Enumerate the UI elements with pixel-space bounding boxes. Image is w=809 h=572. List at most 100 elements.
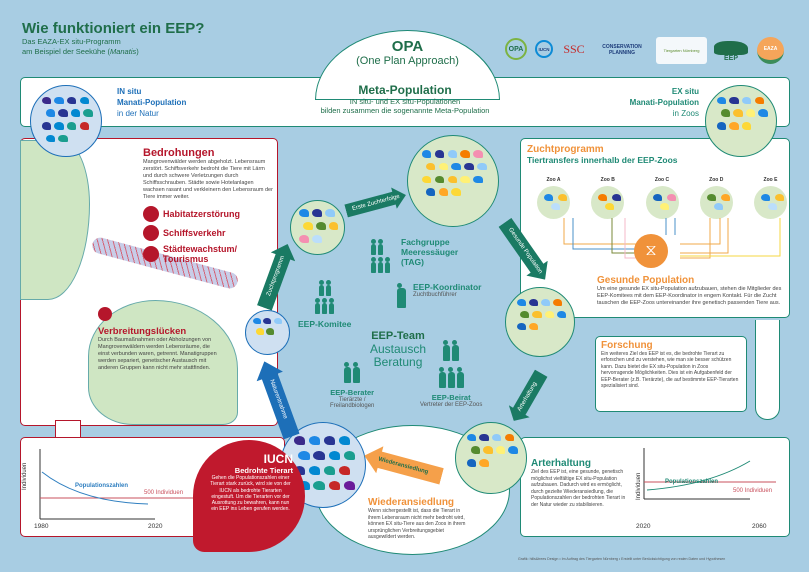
- manatee-icon: [54, 96, 64, 105]
- manatee-icon: [504, 433, 515, 442]
- conservation-panel: [520, 437, 790, 537]
- iucn-title: IUCN: [263, 452, 293, 466]
- breeding-content: Zuchtprogramm Tiertransfers innerhalb de…: [527, 144, 787, 165]
- dna-icon: ⧖: [634, 234, 668, 268]
- manatee-icon: [263, 317, 272, 325]
- group-icon: [420, 340, 482, 393]
- zoo-circle: [754, 186, 787, 219]
- manatee-icon: [425, 162, 436, 171]
- gaps-content: Verbreitungslücken Durch Baumaßnahmen od…: [98, 305, 223, 372]
- manatee-icon: [598, 194, 608, 201]
- healthy-title: Gesunde Population: [597, 275, 695, 286]
- tag-group: Fachgruppe Meeressäuger (TAG): [370, 237, 458, 278]
- insitu-line: in der Natur: [117, 109, 159, 118]
- manatee-icon: [438, 188, 449, 197]
- growth-threshold-label: 500 Individuen: [733, 488, 773, 494]
- manatee-icon: [447, 175, 458, 184]
- opa-bubble: OPA (One Plan Approach): [315, 30, 500, 100]
- manatee-icon: [343, 481, 355, 491]
- manatee-icon: [293, 435, 306, 445]
- manatee-icon: [556, 310, 567, 319]
- manatee-icon: [83, 109, 93, 117]
- transfer-line: [563, 218, 640, 245]
- manatee-icon: [745, 109, 756, 117]
- tiergarten-logo: Tiergarten Nürnberg: [656, 37, 707, 64]
- manatee-icon: [54, 122, 64, 130]
- reintro-content: Wiederansiedlung Wenn sichergestellt ist…: [368, 497, 468, 541]
- coordinator-label: EEP-Koordinator: [413, 282, 482, 292]
- manatee-icon: [308, 435, 321, 445]
- manatee-icon: [464, 162, 474, 171]
- tag-label: Fachgruppe: [401, 237, 450, 247]
- ssc-logo-text: SSC: [563, 41, 585, 56]
- breeding-panel: [520, 138, 790, 318]
- eaza-logo: EAZA: [757, 37, 784, 64]
- meta-line: IN situ- und EX situ-Populationen: [349, 97, 461, 106]
- iucn-text: Gehen die Populationszahlen einer Tierar…: [210, 475, 291, 513]
- manatee-icon: [293, 466, 306, 476]
- tiergarten-text: Tiergarten Nürnberg: [663, 48, 700, 53]
- zoo-item: Zoo D: [699, 177, 733, 219]
- zoo-circle: [537, 186, 570, 219]
- exsitu-pointer-arrow: [755, 320, 780, 420]
- manatee-icon: [45, 134, 56, 143]
- manatee-icon: [706, 194, 716, 201]
- manatee-icon: [339, 466, 351, 476]
- tag-label: (TAG): [401, 257, 424, 267]
- population-line: [41, 471, 149, 505]
- manatee-icon: [729, 122, 739, 130]
- manatee-icon: [473, 149, 483, 158]
- manatee-icon: [544, 310, 554, 319]
- manatee-icon: [716, 122, 727, 130]
- manatee-icon: [483, 446, 493, 454]
- coordinator-sub: Zuchtbuchführer: [413, 292, 457, 298]
- eaza-logo-text: EAZA: [763, 45, 778, 52]
- manatee-icon: [313, 481, 325, 491]
- manatee-icon: [528, 323, 538, 331]
- manatee-icon: [324, 209, 335, 217]
- exsitu-line: in Zoos: [672, 109, 699, 118]
- manatee-icon: [79, 122, 90, 130]
- transfer-line: [680, 218, 781, 257]
- manatee-icon: [541, 298, 551, 306]
- manatee-icon: [58, 134, 68, 143]
- coordinator: EEP-Koordinator Zuchtbuchführer: [396, 282, 481, 313]
- manatee-icon: [495, 446, 506, 454]
- team-line: Austausch: [370, 342, 427, 356]
- manatee-icon: [470, 446, 481, 454]
- manatee-icon: [729, 96, 739, 105]
- manatee-icon: [421, 149, 432, 158]
- manatee-icon: [328, 481, 340, 491]
- manatee-icon: [516, 323, 526, 331]
- decline-threshold-label: 500 Individuen: [144, 490, 184, 496]
- manatee-icon: [479, 459, 489, 467]
- insitu-population-circle: [30, 85, 102, 157]
- manatee-icon: [438, 162, 449, 171]
- zoo-label: Zoo E: [763, 177, 778, 183]
- manatee-icon: [551, 203, 560, 210]
- manatee-icon: [308, 466, 321, 476]
- manatee-icon: [303, 222, 313, 230]
- manatee-icon: [477, 162, 487, 171]
- map-south-america: [88, 300, 238, 425]
- manatee-icon: [313, 450, 325, 460]
- population-line: [646, 460, 751, 491]
- manatee-icon: [255, 328, 264, 335]
- manatee-icon: [273, 317, 282, 325]
- manatee-icon: [434, 175, 445, 184]
- manatee-icon: [460, 149, 471, 158]
- manatee-icon: [70, 109, 81, 117]
- threat-item: Habitatzerstörung: [143, 206, 273, 222]
- decline-chart: [39, 449, 200, 520]
- threat-list: Habitatzerstörung Schiffsverkehr Städtew…: [143, 206, 273, 264]
- zoo-label: Zoo A: [546, 177, 561, 183]
- decline-y-label: Individuen: [22, 462, 28, 490]
- threat-label: Schiffsverkehr: [163, 228, 226, 238]
- manatee-icon: [754, 96, 765, 105]
- growth-y-label: Individuen: [636, 472, 642, 500]
- iucn-circle: IUCN Bedrohte Tierart Gehen die Populati…: [193, 440, 305, 552]
- manatee-icon: [520, 310, 530, 319]
- manatee-icon: [425, 188, 436, 197]
- manatee-icon: [742, 122, 752, 130]
